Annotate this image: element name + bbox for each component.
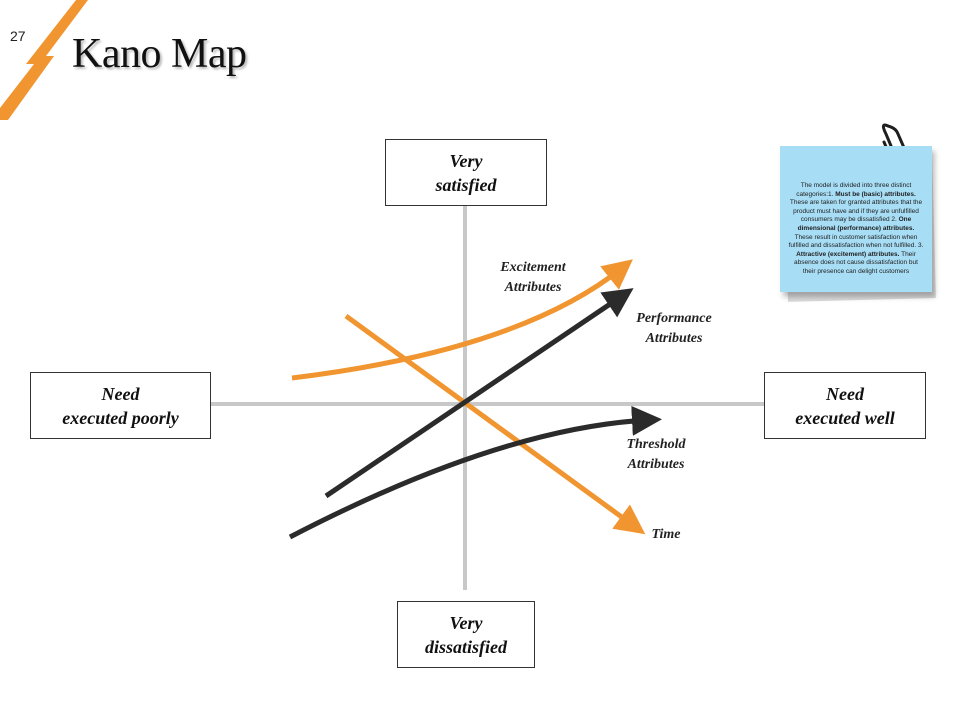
note-text-3: These result in customer satisfaction wh… xyxy=(788,233,924,250)
time-label-text: Time xyxy=(651,527,681,542)
excitement-curve xyxy=(291,259,633,381)
need-executed-well-box: Need executed well xyxy=(764,372,926,439)
time-curve xyxy=(344,313,646,535)
executed-well-line2: executed well xyxy=(795,407,895,428)
very-satisfied-box: Very satisfied xyxy=(385,139,547,206)
executed-poorly-line1: Need xyxy=(101,383,140,404)
note-bold-1: Must be (basic) attributes. xyxy=(835,190,916,198)
threshold-label: Threshold Attributes xyxy=(604,435,708,475)
time-label: Time xyxy=(640,525,692,545)
performance-label-line1: Performance xyxy=(636,311,712,326)
need-executed-poorly-box: Need executed poorly xyxy=(30,372,211,439)
threshold-curve xyxy=(288,405,662,540)
very-dissatisfied-line1: Very xyxy=(449,612,483,633)
very-satisfied-line1: Very xyxy=(449,150,483,171)
note-text-1: The model is divided into three distinct… xyxy=(796,182,912,198)
sticky-note: The model is divided into three distinct… xyxy=(780,146,932,292)
note-text-2: These are taken for granted attributes t… xyxy=(789,199,923,224)
note-text-4: Their absence does not cause dissatisfac… xyxy=(794,250,918,275)
very-dissatisfied-box: Very dissatisfied xyxy=(397,601,535,668)
very-dissatisfied-line2: dissatisfied xyxy=(424,636,507,657)
excitement-label: Excitement Attributes xyxy=(478,258,588,298)
performance-label: Performance Attributes xyxy=(618,309,730,349)
lightning-decoration xyxy=(0,0,88,120)
threshold-label-line2: Attributes xyxy=(627,457,685,472)
threshold-label-line1: Threshold xyxy=(626,437,686,452)
performance-label-line2: Attributes xyxy=(645,331,703,346)
performance-curve xyxy=(324,288,634,499)
note-bold-3: Attractive (excitement) attributes. xyxy=(796,250,900,258)
page-title: Kano Map xyxy=(72,31,247,77)
excitement-label-line1: Excitement xyxy=(500,260,566,275)
page-number: 27 xyxy=(10,28,26,44)
executed-well-line1: Need xyxy=(826,383,864,404)
very-satisfied-line2: satisfied xyxy=(435,174,497,195)
note-bold-2: One dimensional (performance) attributes… xyxy=(797,216,915,232)
excitement-label-line2: Attributes xyxy=(504,280,562,295)
executed-poorly-line2: executed poorly xyxy=(62,407,179,428)
